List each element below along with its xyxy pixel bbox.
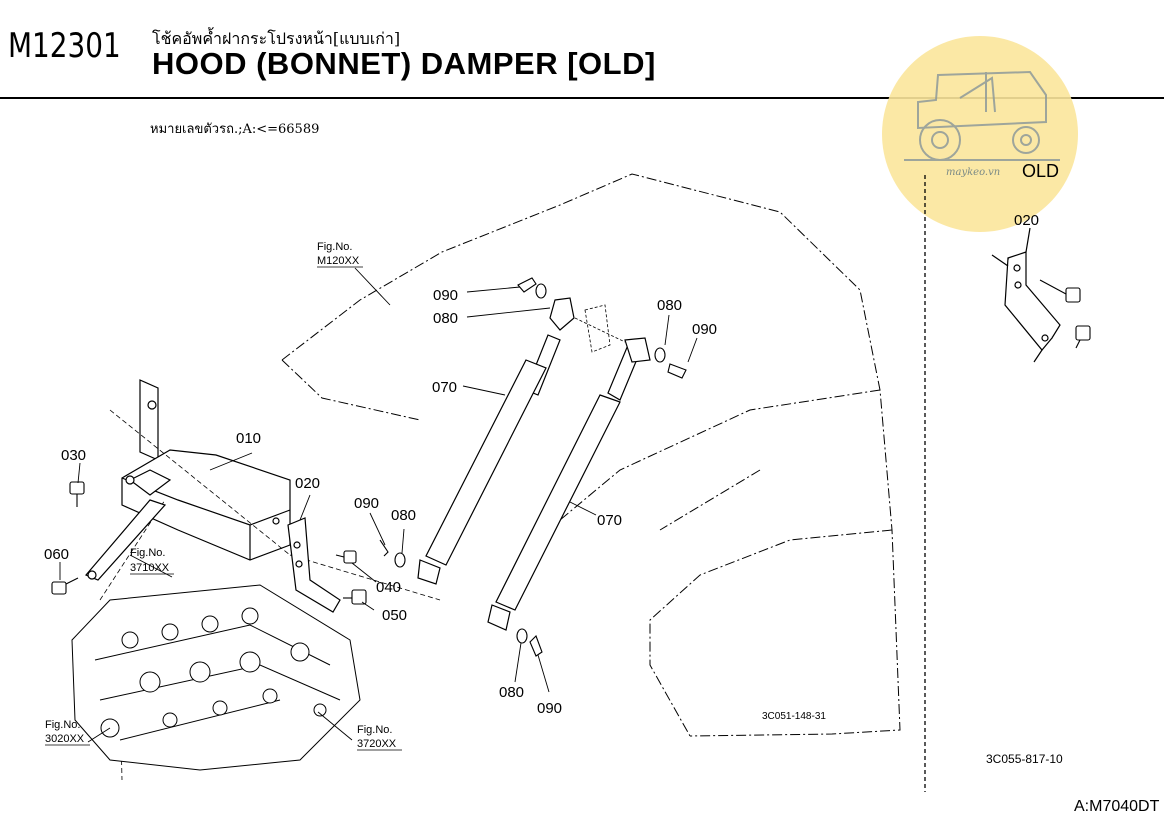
page-title: HOOD (BONNET) DAMPER [OLD]	[152, 46, 656, 81]
engine-cylinder-head	[71, 584, 361, 771]
serial-note: หมายเลขตัวรถ.;A:<=66589	[150, 122, 320, 137]
callout-080-upper-right: 080	[657, 297, 682, 314]
callout-030: 030	[61, 447, 86, 464]
fig-ref-head-label: Fig.No.	[357, 724, 392, 736]
callout-090-lower: 090	[537, 700, 562, 717]
fig-ref-hood-label: Fig.No.	[317, 241, 352, 253]
washers-clips	[516, 277, 687, 657]
bracket-010	[121, 379, 291, 561]
callout-090-upper-right: 090	[692, 321, 717, 338]
callout-020: 020	[295, 475, 320, 492]
callout-080-upper-left: 080	[433, 310, 458, 327]
model-code: A:M7040DT	[1074, 798, 1160, 815]
damper-070-right	[487, 337, 651, 631]
drawing-number-inset: 3C055-817-10	[986, 752, 1063, 766]
fig-ref-hood-number: M120XX	[317, 255, 360, 267]
fig-ref-frame-label: Fig.No.	[130, 547, 165, 559]
fig-ref-frame-number: 3710XX	[130, 562, 170, 574]
bracket-020	[287, 517, 341, 613]
fig-ref-engine-number: 3020XX	[45, 733, 85, 745]
watermark-badge	[882, 36, 1078, 232]
damper-070-left	[417, 297, 575, 585]
washer-clip-lower-left	[379, 539, 406, 568]
bolt-040	[335, 550, 357, 564]
title-thai: โช้คอัพค้ำฝากระโปรงหน้า[แบบเก่า]	[152, 29, 401, 48]
fig-ref-head-number: 3720XX	[357, 738, 397, 750]
callout-080-mid: 080	[391, 507, 416, 524]
inset-bracket-020	[991, 227, 1061, 363]
fig-ref-engine-label: Fig.No.	[45, 719, 80, 731]
callout-080-lower: 080	[499, 684, 524, 701]
leader-lines	[59, 267, 698, 743]
callout-040: 040	[376, 579, 401, 596]
hood-outline	[281, 173, 901, 737]
callout-070-left: 070	[432, 379, 457, 396]
bolt-030	[69, 481, 85, 507]
section-code: M12301	[8, 26, 121, 66]
variant-label: OLD	[1022, 161, 1060, 181]
callout-090-mid: 090	[354, 495, 379, 512]
header-rule	[0, 97, 1164, 99]
inset-bolts	[1039, 279, 1091, 349]
callout-020-inset: 020	[1014, 212, 1039, 229]
tractor-logo-icon	[904, 70, 1060, 161]
watermark-text: maykeo.vn	[946, 167, 1001, 178]
callout-090-upper-left: 090	[433, 287, 458, 304]
bolt-050	[343, 589, 367, 605]
callout-050: 050	[382, 607, 407, 624]
callout-010: 010	[236, 430, 261, 447]
hood-bracket-outline	[574, 304, 626, 353]
callout-060: 060	[44, 546, 69, 563]
drawing-number-main: 3C051-148-31	[762, 711, 826, 722]
bolt-060-part	[51, 577, 79, 595]
lever-060	[85, 499, 167, 581]
callout-070-right: 070	[597, 512, 622, 529]
